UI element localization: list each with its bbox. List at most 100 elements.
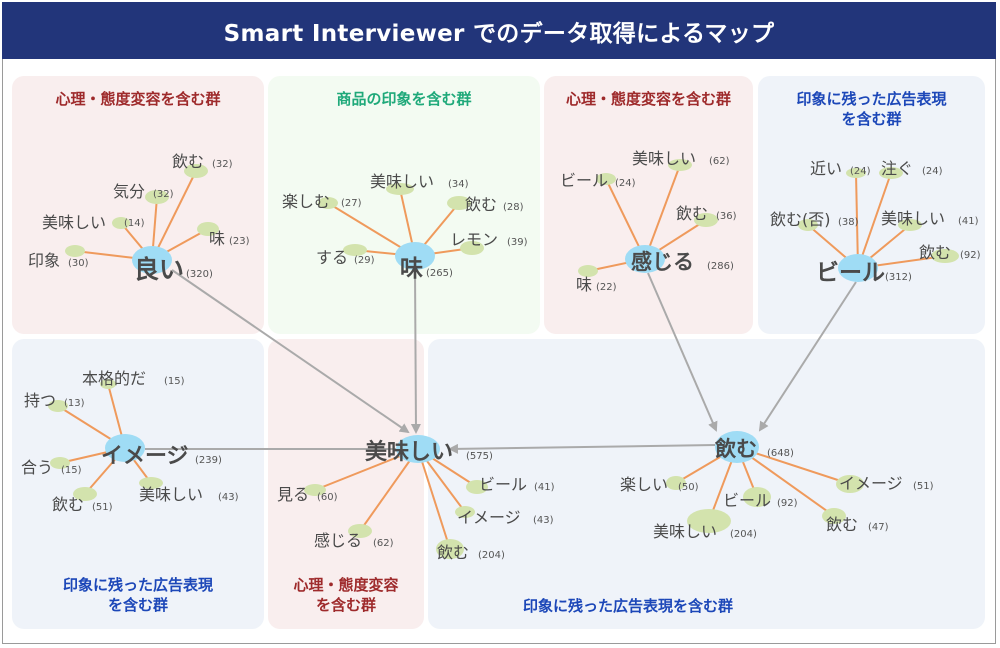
spoke-line xyxy=(855,172,859,269)
leaf-node-bubble xyxy=(578,265,598,277)
cluster-arrows xyxy=(145,269,857,454)
leaf-node-bubble xyxy=(668,159,692,171)
cluster-label: 心理・態度変容を含む群 xyxy=(55,90,221,108)
leaf-word: 近い xyxy=(810,159,842,178)
cluster-panel-p6 xyxy=(268,339,424,629)
word-count: (23) xyxy=(229,236,250,247)
leaf-word: イメージ xyxy=(457,508,521,527)
cluster-panel-p7 xyxy=(428,339,985,629)
cluster-label: 印象に残った広告表現 を含む群 xyxy=(62,576,213,614)
leaf-word: 気分 xyxy=(113,182,145,201)
leaf-node-bubble xyxy=(666,476,686,490)
leaf-word: 飲む xyxy=(437,543,469,562)
leaf-word: 味 xyxy=(576,275,592,294)
word-count: (92) xyxy=(960,250,981,261)
word-count: (38) xyxy=(838,217,859,228)
hub-word: 感じる xyxy=(631,250,694,274)
cluster-panel-p1 xyxy=(12,76,264,334)
leaf-node-bubble xyxy=(139,477,163,489)
word-count: (13) xyxy=(64,398,85,409)
spoke-line xyxy=(151,170,197,261)
leaf-word: 美味しい xyxy=(881,209,945,228)
leaf-node-bubble xyxy=(846,168,866,178)
leaf-node-bubble xyxy=(348,524,372,538)
leaf-word: 感じる xyxy=(314,531,362,550)
word-count: (60) xyxy=(317,492,338,503)
leaf-node-bubble xyxy=(466,480,488,494)
leaf-node-bubble xyxy=(743,487,771,507)
word-count: (62) xyxy=(709,156,730,167)
leaf-word: 合う xyxy=(21,458,53,477)
word-count: (15) xyxy=(164,376,185,387)
leaf-word: 飲む(否) xyxy=(770,210,831,229)
leaf-node-bubble xyxy=(73,487,97,501)
leaf-word: 本格的だ xyxy=(82,369,146,388)
spoke-line xyxy=(644,164,681,260)
leaf-word: イメージ xyxy=(839,474,903,493)
word-count: (15) xyxy=(61,465,82,476)
word-count: (312) xyxy=(885,272,912,283)
leaf-node-bubble xyxy=(687,509,731,533)
cluster-panel-p3 xyxy=(544,76,753,334)
leaf-word: ビール xyxy=(479,475,527,494)
hub-node-bubble xyxy=(838,254,878,282)
leaf-node-bubble xyxy=(100,379,116,389)
arrow-connector xyxy=(410,269,421,434)
cluster-panel-p5 xyxy=(12,339,264,629)
cluster-panel-p4 xyxy=(758,76,985,334)
word-count: (27) xyxy=(341,198,362,209)
leaf-node-bubble xyxy=(455,506,475,518)
leaf-node-bubble xyxy=(184,164,208,178)
leaf-word: 飲む xyxy=(826,515,858,534)
leaf-word: レモン xyxy=(450,230,498,249)
word-count: (24) xyxy=(922,166,943,177)
word-count: (41) xyxy=(534,482,555,493)
leaf-word: 飲む xyxy=(919,243,951,262)
leaf-word: 飲む xyxy=(52,495,84,514)
leaf-word: 楽しい xyxy=(620,475,668,494)
hub-word: 美味しい xyxy=(365,439,453,465)
word-count: (204) xyxy=(478,550,505,561)
spoke-line xyxy=(359,448,419,532)
word-count: (24) xyxy=(615,178,636,189)
arrow-connector xyxy=(647,272,718,432)
leaf-word: 美味しい xyxy=(653,522,717,541)
leaf-word: 注ぐ xyxy=(881,159,913,178)
word-count: (14) xyxy=(124,218,145,229)
word-count: (51) xyxy=(92,502,113,513)
word-count: (30) xyxy=(68,258,89,269)
spoke-line xyxy=(605,178,646,260)
word-count: (575) xyxy=(466,451,493,462)
leaf-node-bubble xyxy=(694,213,718,227)
hub-word: 良い xyxy=(134,255,184,284)
spoke-line xyxy=(736,446,835,517)
leaf-node-bubble xyxy=(931,249,959,263)
leaf-word: 美味しい xyxy=(370,172,434,191)
page-title: Smart Interviewer でのデータ取得によるマップ xyxy=(2,2,996,59)
word-count: (320) xyxy=(186,269,213,280)
word-count: (50) xyxy=(678,482,699,493)
leaf-node-bubble xyxy=(596,173,616,185)
leaf-word: 印象 xyxy=(28,251,60,270)
leaf-node-bubble xyxy=(460,241,484,255)
leaf-word: 美味しい xyxy=(42,213,106,232)
leaf-word: 美味しい xyxy=(139,485,203,504)
word-count: (34) xyxy=(448,179,469,190)
leaf-node-bubble xyxy=(343,244,367,256)
word-count: (92) xyxy=(777,498,798,509)
word-count: (43) xyxy=(533,515,554,526)
leaf-node-bubble xyxy=(836,475,864,493)
word-count: (239) xyxy=(195,455,222,466)
leaf-word: 持つ xyxy=(24,391,56,410)
leaf-node-bubble xyxy=(318,197,338,209)
leaf-node-bubble xyxy=(822,508,846,524)
hub-word: 味 xyxy=(400,256,423,282)
cluster-label: 心理・態度変容を含む群 xyxy=(565,90,731,108)
word-count: (204) xyxy=(730,529,757,540)
leaf-node-bubble xyxy=(145,190,169,204)
hub-node-bubble xyxy=(132,246,172,274)
spoke-line xyxy=(857,172,892,269)
leaf-word: ビール xyxy=(560,171,608,190)
word-count: (62) xyxy=(373,538,394,549)
